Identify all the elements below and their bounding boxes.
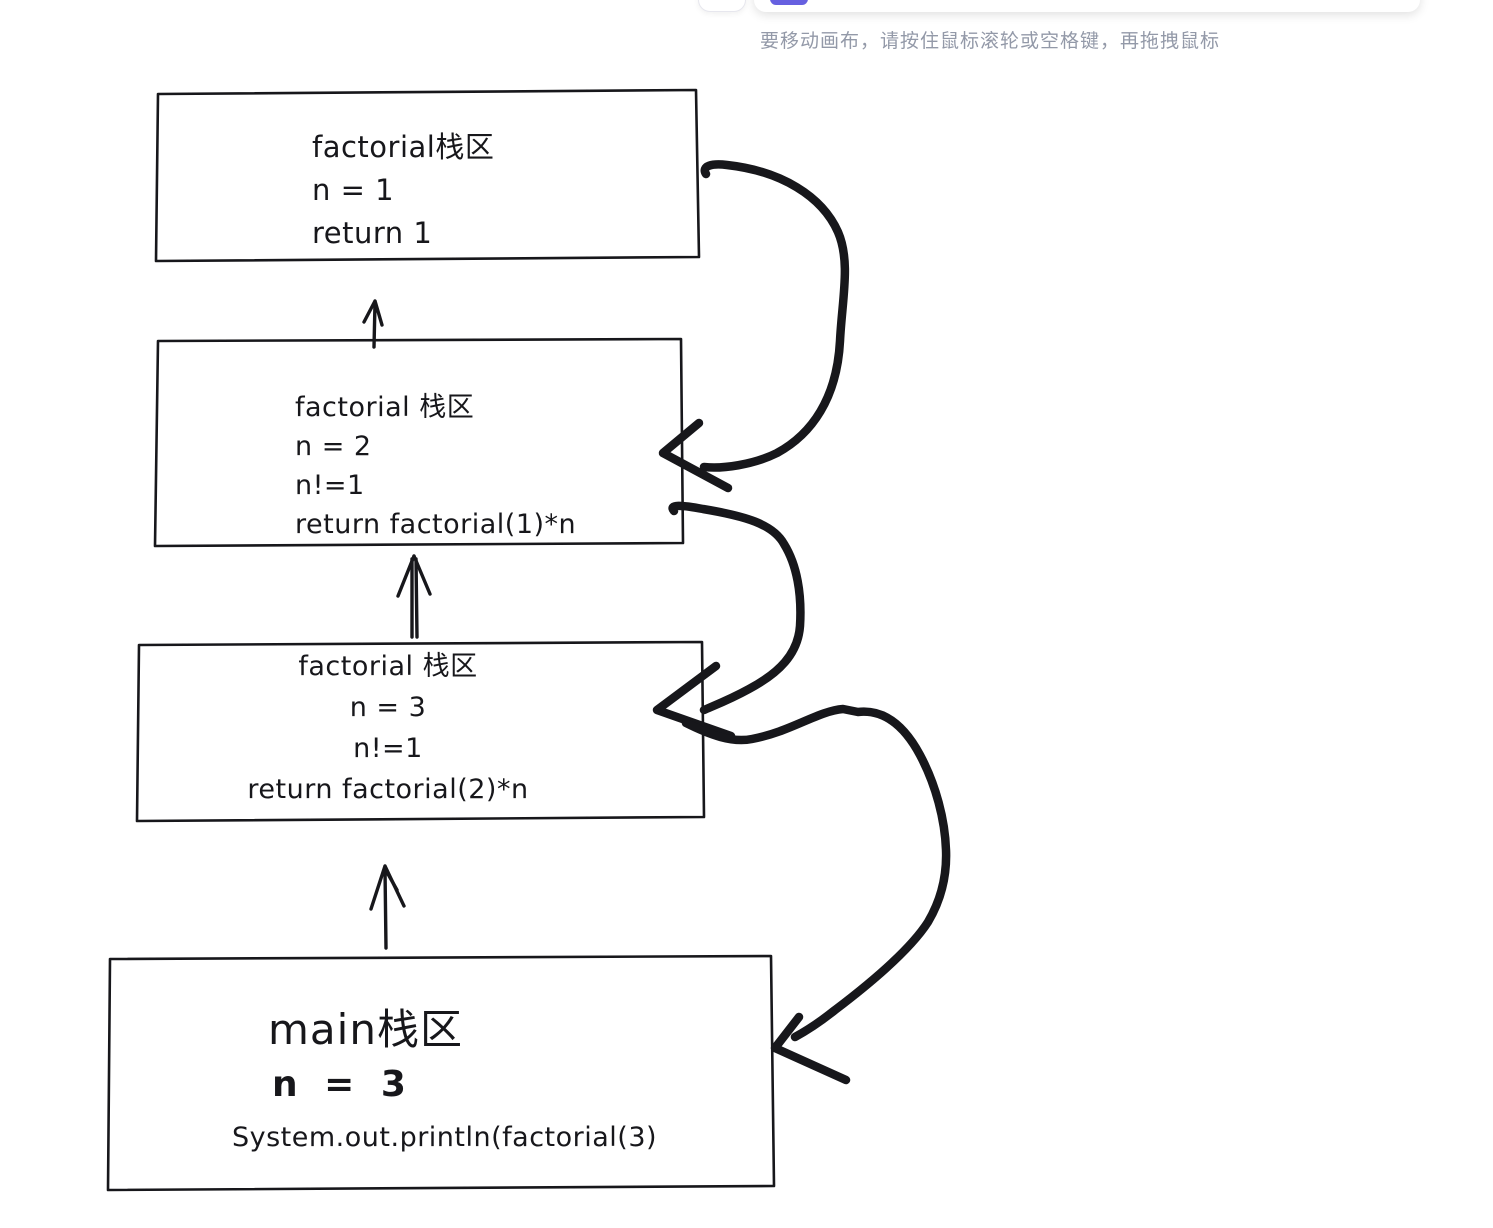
frame-line: n!=1 <box>353 733 423 764</box>
return-arrow-n3-to-main[interactable] <box>681 704 951 1085</box>
frame-line: System.out.println(factorial(3) <box>232 1122 658 1153</box>
frame-line: return factorial(1)*n <box>295 509 577 540</box>
return-arrow-n1-to-n2[interactable] <box>658 160 850 493</box>
stack-frame-text-n2[interactable]: factorial 栈区 n = 2 n!=1 return factorial… <box>295 388 576 544</box>
return-arrow-n2-to-n3[interactable] <box>652 501 805 741</box>
stack-frame-text-n3[interactable]: factorial 栈区 n = 3 n!=1 return factorial… <box>138 646 638 810</box>
frame-line: n = 3 <box>272 1064 413 1105</box>
frame-title: factorial 栈区 <box>295 392 475 423</box>
frame-title: factorial 栈区 <box>298 651 478 682</box>
up-arrow-main-to-n3[interactable] <box>369 864 406 950</box>
stack-frame-box-main[interactable] <box>106 954 776 1192</box>
active-tool-button[interactable] <box>770 0 808 5</box>
frame-line: return 1 <box>312 216 433 250</box>
frame-title: factorial栈区 <box>312 130 495 164</box>
stack-frame-text-n1[interactable]: factorial栈区 n = 1 return 1 <box>312 126 494 255</box>
canvas-pan-hint: 要移动画布，请按住鼠标滚轮或空格键，再拖拽鼠标 <box>760 30 1221 52</box>
stack-frame-box-n3[interactable] <box>135 640 706 823</box>
frame-title: main栈区 <box>268 1005 463 1054</box>
stack-frame-box-n2[interactable] <box>153 337 685 548</box>
stack-frame-box-n1[interactable] <box>154 88 701 263</box>
up-arrow-n2-to-n1[interactable] <box>362 299 384 349</box>
frame-line: n = 1 <box>312 173 395 207</box>
frame-line: return factorial(2)*n <box>247 774 529 805</box>
frame-line: n = 3 <box>349 692 427 723</box>
up-arrow-n3-to-n2[interactable] <box>396 554 432 639</box>
frame-line: n!=1 <box>295 470 365 501</box>
toolbar-panel <box>754 0 1420 12</box>
frame-line: n = 2 <box>295 431 372 462</box>
